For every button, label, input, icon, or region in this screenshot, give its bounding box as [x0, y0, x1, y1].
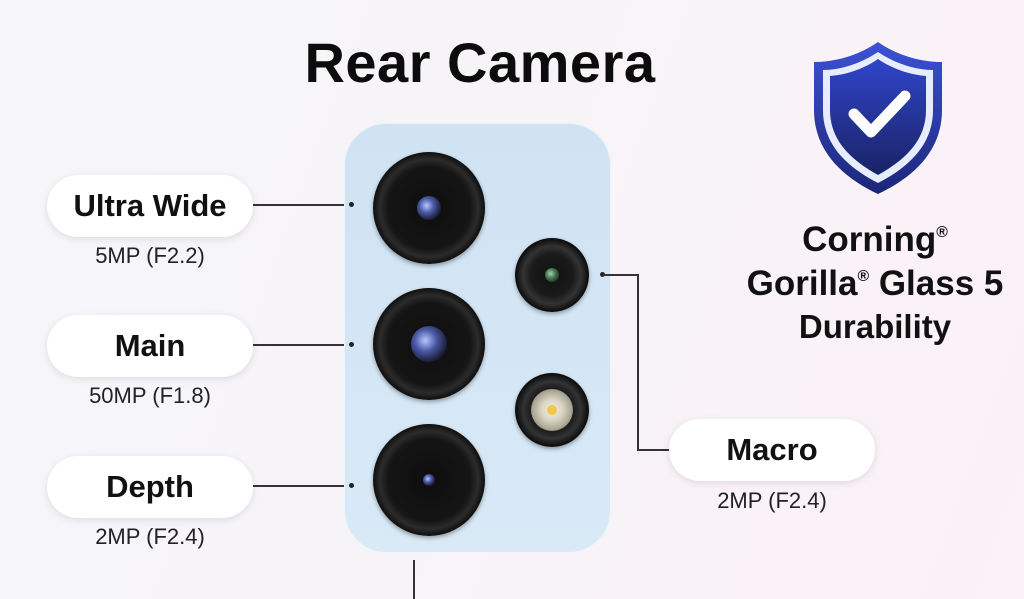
durability-label: Durability	[720, 310, 1024, 343]
connector-dot-main	[349, 342, 354, 347]
page-title: Rear Camera	[304, 31, 656, 94]
corning-brand: Corning	[802, 220, 937, 259]
label-depth-text: Depth	[106, 469, 194, 504]
corning-line-2: Gorilla® Glass 5	[720, 266, 1024, 301]
label-macro-text: Macro	[726, 432, 818, 467]
connector-macro-vertical	[637, 274, 639, 450]
main-lens	[373, 288, 485, 400]
flash-core	[547, 405, 557, 415]
spec-macro: 2MP (F2.4)	[717, 488, 827, 513]
gorilla-brand: Gorilla	[746, 264, 858, 303]
spec-main: 50MP (F1.8)	[89, 383, 211, 408]
registered-mark-2: ®	[857, 267, 870, 285]
label-ultra-wide: Ultra Wide	[47, 175, 253, 237]
depth-lens-glass	[423, 474, 435, 486]
connector-dot-macro	[600, 272, 605, 277]
durability-text: Durability	[798, 308, 952, 345]
label-main-text: Main	[114, 328, 186, 363]
registered-mark: ®	[936, 223, 948, 241]
corning-line-1: Corning®	[720, 222, 1024, 257]
connector-dot-ultra-wide	[349, 202, 354, 207]
label-main: Main	[47, 315, 253, 377]
shield-check-icon	[814, 42, 942, 194]
ultra-wide-lens-glass	[417, 196, 441, 220]
connector-bottom-stub	[413, 560, 415, 599]
label-ultra-wide-text: Ultra Wide	[73, 188, 227, 223]
spec-depth: 2MP (F2.4)	[95, 524, 205, 549]
connector-dot-depth	[349, 483, 354, 488]
connector-depth	[253, 485, 349, 487]
ultra-wide-lens	[373, 152, 485, 264]
connector-macro-bottom	[637, 449, 670, 451]
label-macro: Macro	[669, 419, 875, 481]
glass-version: Glass 5	[869, 264, 1004, 303]
depth-lens	[373, 424, 485, 536]
label-depth: Depth	[47, 456, 253, 518]
flash-unit	[515, 373, 589, 447]
spec-ultra-wide: 5MP (F2.2)	[95, 243, 205, 268]
connector-ultra-wide	[253, 204, 349, 206]
macro-lens	[515, 238, 589, 312]
macro-lens-glass	[545, 268, 559, 282]
connector-main	[253, 344, 349, 346]
flash-icon	[531, 389, 573, 431]
main-lens-glass	[411, 326, 447, 362]
connector-macro-top	[603, 274, 638, 276]
